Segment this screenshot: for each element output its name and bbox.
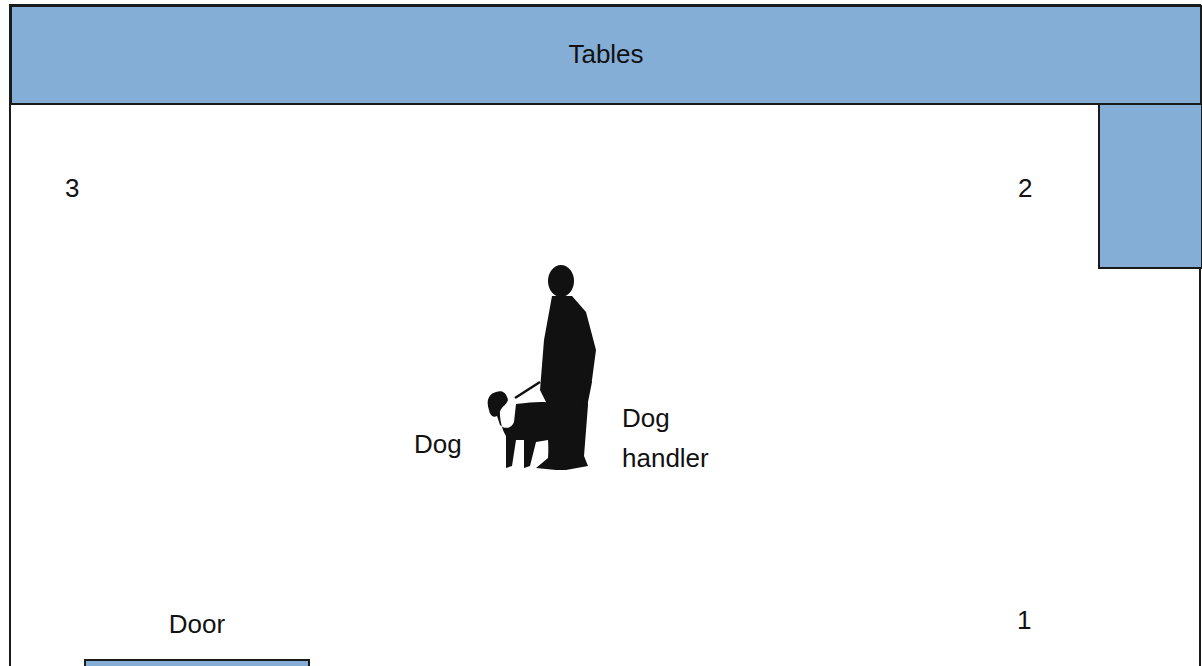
- callout-number: 2: [1018, 168, 1032, 208]
- callout-number: 3: [65, 168, 79, 208]
- door-bar: [84, 659, 310, 666]
- side-table: [1099, 104, 1202, 268]
- band-title: Tables: [568, 39, 643, 70]
- table-band: Tables: [10, 5, 1202, 105]
- door-marker: Door: [84, 609, 310, 666]
- dog-silhouette: [488, 391, 560, 468]
- door-label: Door: [169, 609, 225, 640]
- leash: [515, 382, 540, 398]
- figure-label: Dog handler: [622, 398, 740, 479]
- callout-number: 1: [1017, 600, 1031, 640]
- figure-label: Dog: [414, 424, 462, 464]
